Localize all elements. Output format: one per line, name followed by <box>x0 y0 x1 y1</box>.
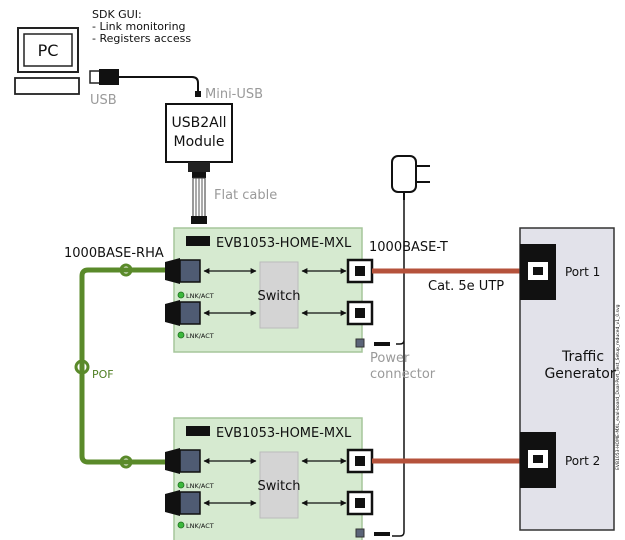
pof-cable <box>74 263 165 469</box>
port2-label: Port 2 <box>565 454 600 468</box>
rj45-port-icon <box>346 300 374 326</box>
led-icon <box>177 291 185 299</box>
pof-connector-icon <box>165 258 201 284</box>
led-icon <box>177 521 185 529</box>
keyboard-icon <box>14 77 80 95</box>
cat5e-label: Cat. 5e UTP <box>428 279 504 294</box>
baset-label: 1000BASE-T <box>369 240 448 255</box>
diagram-file-name: EVB1053-HOME-MXL_eval-board_Dual-Port_Te… <box>615 304 621 470</box>
switch-top <box>259 261 299 329</box>
led-icon <box>177 331 185 339</box>
rj45-port-icon <box>346 448 374 474</box>
led-label: LNK/ACT <box>186 292 214 300</box>
flat-cable-label: Flat cable <box>214 188 277 203</box>
power-plug-bottom <box>374 532 390 536</box>
flat-cable-icon <box>188 162 210 224</box>
usb2all-line1: USB2All <box>171 115 226 131</box>
usb2all-module: USB2All Module <box>165 103 233 163</box>
usb-cable <box>119 76 199 92</box>
rj45-port-icon <box>346 258 374 284</box>
sdk-gui-note: SDK GUI: - Link monitoring - Registers a… <box>92 8 191 45</box>
power-cable <box>392 200 405 537</box>
mini-usb-label: Mini-USB <box>205 87 263 102</box>
power-adapter-icon <box>391 155 430 200</box>
usb2all-line2: Module <box>174 134 225 150</box>
pc-icon <box>17 27 79 73</box>
power-plug-top <box>374 342 390 346</box>
pof-connector-icon <box>165 448 201 474</box>
pof-connector-icon <box>165 490 201 516</box>
power-connector-line2: connector <box>370 367 436 382</box>
rj45-port-icon <box>346 490 374 516</box>
sdk-gui-line2: - Registers access <box>92 32 191 45</box>
port1-label: Port 1 <box>565 265 600 279</box>
pc-label: PC <box>38 41 59 60</box>
power-connector-line1: Power <box>370 351 410 366</box>
switch-bottom-label: Switch <box>258 479 301 494</box>
led-label: LNK/ACT <box>186 332 214 340</box>
sdk-gui-line1: - Link monitoring <box>92 20 186 33</box>
usb-label: USB <box>90 93 117 108</box>
led-label: LNK/ACT <box>186 482 214 490</box>
usb-plug-icon <box>89 69 119 85</box>
power-jack-bottom <box>355 528 365 538</box>
pof-connector-icon <box>165 300 201 326</box>
rha-label: 1000BASE-RHA <box>64 246 164 261</box>
board-top: EVB1053-HOME-MXL Switch LNK/ACT LNK/ACT <box>165 227 390 353</box>
led-label: LNK/ACT <box>186 522 214 530</box>
traffic-gen-line1: Traffic <box>561 349 604 365</box>
mini-usb-plug <box>195 91 201 97</box>
board-top-name: EVB1053-HOME-MXL <box>216 236 352 251</box>
traffic-gen-line2: Generator <box>544 366 615 382</box>
led-icon <box>177 481 185 489</box>
pof-label: POF <box>92 368 114 381</box>
sdk-gui-title: SDK GUI: <box>92 8 142 21</box>
switch-bottom <box>259 451 299 519</box>
power-jack-top <box>355 338 365 348</box>
switch-top-label: Switch <box>258 289 301 304</box>
board-bottom-name: EVB1053-HOME-MXL <box>216 426 352 441</box>
board-bottom: EVB1053-HOME-MXL Switch LNK/ACT LNK/ACT <box>165 417 390 540</box>
traffic-generator: Port 1 Port 2 Traffic Generator <box>519 227 616 531</box>
